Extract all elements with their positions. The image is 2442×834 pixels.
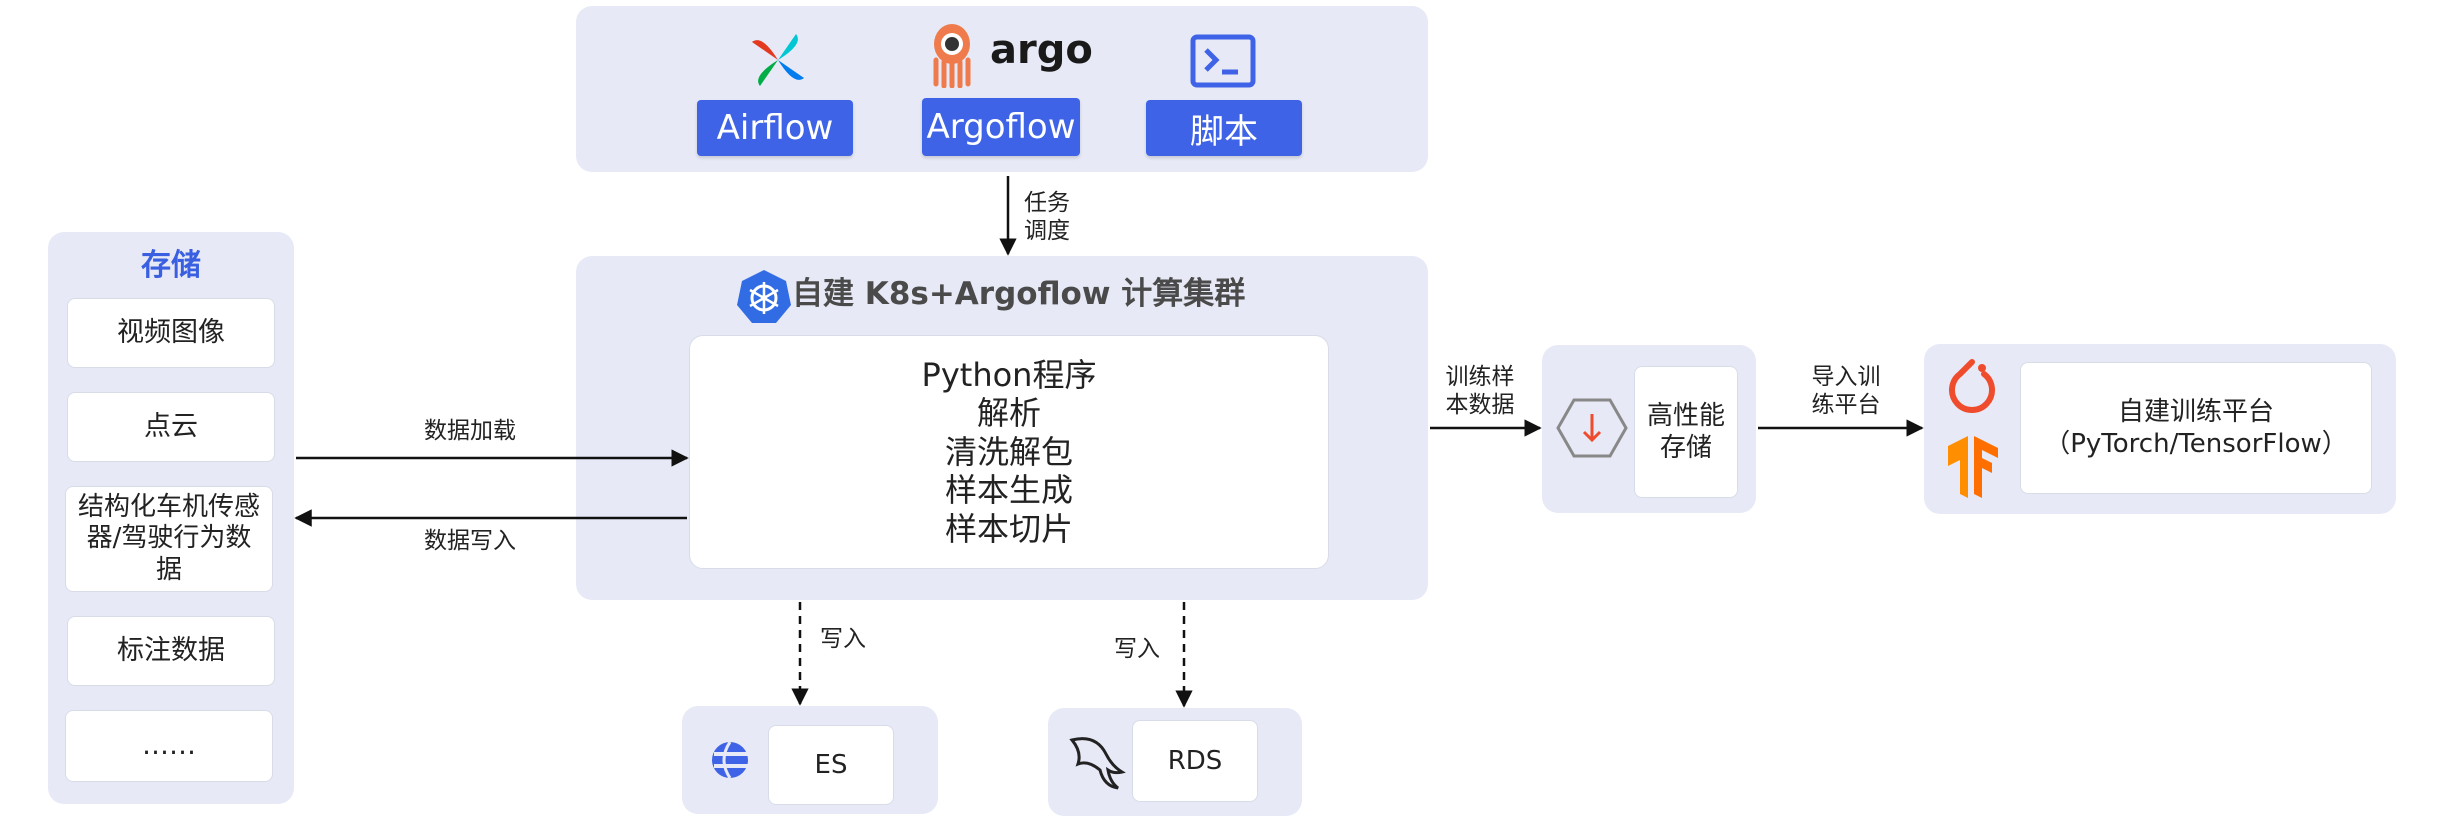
label-line: 训练样: [1445, 364, 1515, 390]
hp-storage-line: 存储: [1659, 433, 1712, 463]
cluster-title: 自建 K8s+Argoflow 计算集群: [792, 276, 1246, 312]
tensorflow-icon: [1948, 436, 1998, 498]
sensor-line: 器/驾驶行为数: [86, 523, 252, 554]
training-box: 自建训练平台 （PyTorch/TensorFlow）: [2020, 362, 2372, 494]
label-line: 调度: [1024, 217, 1070, 244]
hp-storage-box: 高性能 存储: [1634, 366, 1738, 498]
label-write-es: 写入: [820, 626, 866, 652]
es-box: ES: [768, 725, 894, 805]
storage-item-pointcloud: 点云: [67, 392, 275, 462]
argo-octopus-icon: [933, 24, 971, 88]
label-write-rds: 写入: [1114, 636, 1160, 662]
rds-box: RDS: [1132, 720, 1258, 802]
storage-item-more: ……: [65, 710, 273, 782]
sensor-line: 结构化车机传感: [77, 492, 260, 523]
program-line: 解析: [976, 394, 1041, 433]
pytorch-icon: [1949, 359, 1995, 413]
python-program-box: Python程序 解析 清洗解包 样本生成 样本切片: [689, 335, 1329, 569]
kubernetes-icon: [737, 270, 791, 323]
label-line: 本数据: [1445, 391, 1515, 418]
storage-item-sensor: 结构化车机传感 器/驾驶行为数 据: [65, 486, 273, 592]
elasticsearch-icon: [712, 741, 748, 779]
program-line: 样本切片: [944, 509, 1073, 548]
label-train-samples: 训练样 本数据: [1440, 364, 1520, 419]
argo-logo-text: argo: [990, 27, 1093, 73]
label-data-load: 数据加载: [424, 418, 516, 444]
label-line: 任务: [1024, 190, 1070, 216]
training-line: （PyTorch/TensorFlow）: [2044, 429, 2348, 459]
program-line: 清洗解包: [944, 432, 1073, 471]
airflow-button[interactable]: Airflow: [697, 100, 853, 156]
sensor-line: 据: [155, 554, 182, 585]
label-line: 练平台: [1811, 391, 1881, 418]
argoflow-button[interactable]: Argoflow: [922, 98, 1080, 156]
storage-item-video: 视频图像: [67, 298, 275, 368]
training-line: 自建训练平台: [2117, 396, 2274, 427]
label-data-write: 数据写入: [424, 528, 516, 554]
terminal-icon: [1190, 34, 1256, 88]
script-button[interactable]: 脚本: [1146, 100, 1302, 156]
label-import-train: 导入训 练平台: [1804, 364, 1888, 419]
storage-title: 存储: [141, 248, 201, 283]
hp-storage-line: 高性能: [1646, 400, 1725, 431]
label-line: 导入训: [1811, 364, 1881, 390]
program-line: Python程序: [921, 356, 1097, 395]
label-task-schedule: 任务 调度: [1024, 190, 1070, 245]
storage-item-annotation: 标注数据: [67, 616, 275, 686]
storage-hexagon-icon: [1556, 398, 1628, 458]
airflow-icon: [752, 34, 804, 86]
program-line: 样本生成: [944, 471, 1073, 510]
mysql-dolphin-icon: [1069, 737, 1126, 790]
